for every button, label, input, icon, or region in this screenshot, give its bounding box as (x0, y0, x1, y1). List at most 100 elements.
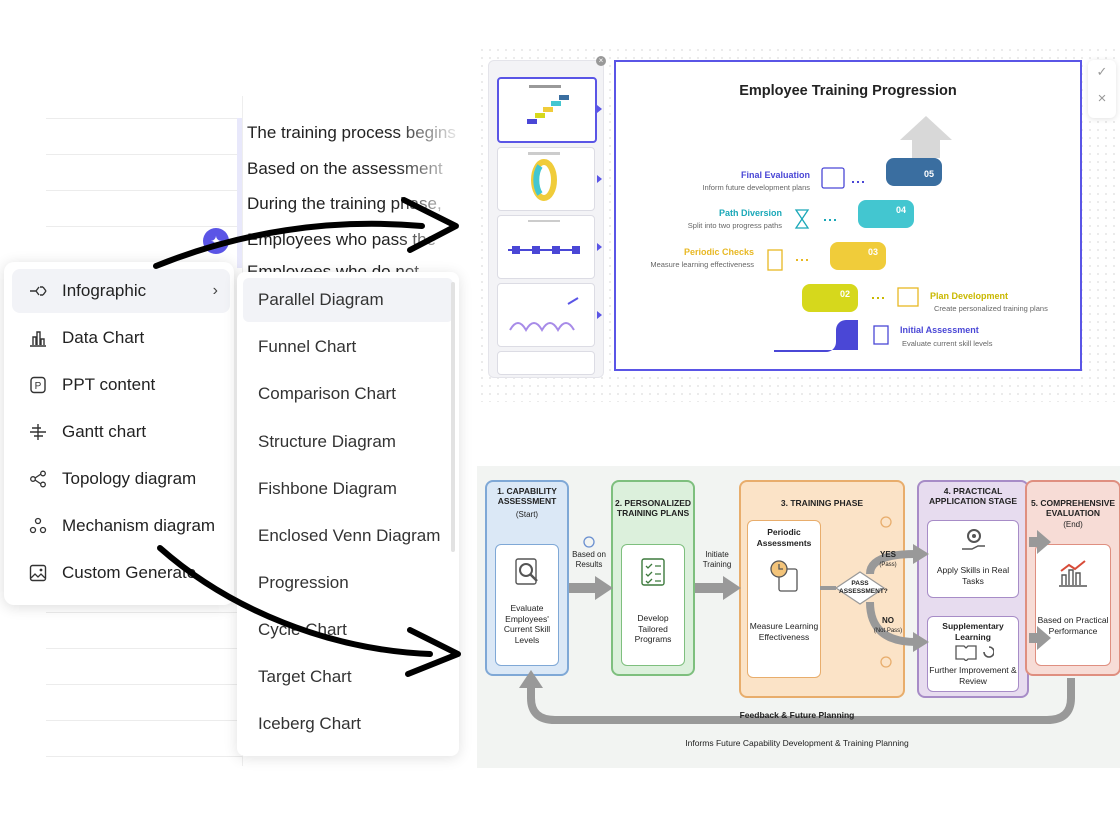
training-flow-diagram[interactable]: 1. CAPABILITY ASSESSMENT (Start) Evaluat… (477, 466, 1120, 768)
submenu-item[interactable]: Structure Diagram (258, 432, 396, 451)
menu-item-ppt-content[interactable]: P PPT content (12, 363, 230, 407)
book-refresh-icon (955, 645, 994, 661)
stage-body: Based on Practical Performance (1037, 615, 1109, 636)
gear-hand-icon (962, 529, 985, 550)
stage-inner-title: Supplementary Learning (942, 621, 1004, 642)
slide-thumbnail[interactable] (497, 351, 595, 375)
step-label: Plan Development (930, 291, 1008, 301)
mechanism-icon (28, 516, 48, 536)
thumbnail-marker (597, 105, 602, 113)
arrow-up-icon (900, 116, 952, 158)
doc-divider (46, 118, 246, 119)
step-label: Final Evaluation (741, 170, 810, 180)
submenu-item[interactable]: Fishbone Diagram (258, 479, 397, 498)
stage-practical-application: 4. PRACTICAL APPLICATION STAGE Apply Ski… (917, 480, 1029, 698)
submenu-item[interactable]: Parallel Diagram (243, 278, 453, 322)
close-icon[interactable]: × (1097, 90, 1107, 107)
bar-chart-icon (28, 328, 48, 348)
selection-bar (237, 118, 242, 268)
slide-preview[interactable]: Employee Training Progression 01 02 03 0… (614, 60, 1082, 371)
step-05-shape (886, 158, 942, 186)
slide-tools: ✓ × (1088, 60, 1116, 118)
slide-thumbnail[interactable] (497, 77, 597, 143)
submenu-item[interactable]: Comparison Chart (258, 384, 396, 403)
menu-item-infographic[interactable]: Infographic › (12, 269, 230, 313)
arrow-label: Initiate Training (702, 550, 732, 569)
ai-sparkle-icon[interactable]: ✦ (203, 228, 229, 254)
stage-card: Evaluate Employees' Current Skill Levels (495, 544, 559, 666)
menu-item-mechanism-diagram[interactable]: Mechanism diagram (12, 504, 230, 548)
submenu-item[interactable]: Iceberg Chart (258, 714, 361, 733)
stage-body: Develop Tailored Programs (634, 613, 672, 644)
insert-menu: Infographic › Data Chart P PPT content G… (4, 262, 234, 605)
submenu-item[interactable]: Funnel Chart (258, 337, 357, 356)
clock-document-icon (770, 560, 798, 592)
doc-text-line[interactable]: During the training phase, (247, 194, 442, 213)
thumbnail-marker (597, 243, 602, 251)
step-desc: Measure learning effectiveness (650, 260, 754, 269)
step-desc: Evaluate current skill levels (902, 339, 993, 348)
slide-thumbnail[interactable] (497, 215, 595, 279)
infographic-icon (28, 281, 48, 301)
submenu-item[interactable]: Enclosed Venn Diagram (258, 526, 441, 545)
submenu-scrollbar[interactable] (451, 282, 455, 552)
step-number: 02 (840, 289, 850, 299)
evaluation-icon (821, 167, 845, 189)
decision-label: PASS ASSESSMENT? (839, 580, 888, 595)
stage-inner-title: Periodic Assessments (756, 527, 812, 548)
thumbnail-preview (508, 220, 580, 254)
menu-item-gantt-chart[interactable]: Gantt chart (12, 410, 230, 454)
ppt-icon: P (28, 375, 48, 395)
doc-divider (46, 648, 246, 649)
submenu-item[interactable]: Cycle Chart (258, 620, 347, 639)
informs-label: Informs Future Capability Development & … (685, 738, 909, 748)
doc-text-line[interactable]: Based on the assessment (247, 159, 443, 178)
submenu-item[interactable]: Target Chart (258, 667, 352, 686)
close-icon[interactable]: × (596, 56, 606, 66)
stage-sub: (Start) (515, 510, 539, 519)
thumbnail-preview (509, 297, 579, 333)
growth-chart-icon (1059, 560, 1087, 587)
doc-divider (46, 154, 246, 155)
menu-item-data-chart[interactable]: Data Chart (12, 316, 230, 360)
checklist-icon (641, 558, 665, 586)
checklist-icon (767, 249, 783, 271)
no-sub-label: (Not Pass) (873, 628, 903, 634)
slide-thumbnail[interactable] (497, 147, 595, 211)
menu-item-label: Infographic (62, 281, 147, 300)
stage-card: Apply Skills in Real Tasks (927, 520, 1019, 598)
thumbnail-marker (597, 311, 602, 319)
arrow-label: Based on Results (572, 550, 606, 569)
doc-divider (46, 190, 246, 191)
step-04-shape (858, 200, 914, 228)
slide-thumbnail[interactable] (497, 283, 595, 347)
yes-label: YES (879, 550, 896, 559)
hourglass-icon (794, 209, 810, 229)
assessment-icon (873, 325, 889, 345)
stage-card: Based on Practical Performance (1035, 544, 1111, 666)
menu-item-label: Topology diagram (62, 469, 197, 488)
menu-item-topology-diagram[interactable]: Topology diagram (12, 457, 230, 501)
submenu-item[interactable]: Progression (258, 573, 349, 592)
step-label: Periodic Checks (684, 247, 754, 257)
stage-title: 2. PERSONALIZED TRAINING PLANS (614, 498, 692, 518)
stage-card: Supplementary Learning Further Improveme… (927, 616, 1019, 692)
thumbnail-preview (528, 152, 560, 201)
step-desc: Inform future development plans (702, 183, 810, 192)
slide-thumbnail-strip (488, 60, 604, 378)
magnifier-icon (515, 558, 538, 585)
stage-body: Measure Learning Effectiveness (749, 621, 819, 642)
stage-body: Apply Skills in Real Tasks (936, 565, 1010, 586)
stage-body: Further Improvement & Review (929, 665, 1017, 686)
step-number: 04 (896, 205, 906, 215)
stage-card: Develop Tailored Programs (621, 544, 685, 666)
stage-comprehensive-evaluation: 5. COMPREHENSIVE EVALUATION (End) Based … (1025, 480, 1120, 676)
step-03-shape (830, 242, 886, 270)
stage-capability-assessment: 1. CAPABILITY ASSESSMENT (Start) Evaluat… (485, 480, 569, 676)
stage-title: 3. TRAINING PHASE (780, 498, 864, 508)
menu-item-custom-generate[interactable]: Custom Generate (12, 551, 230, 595)
gantt-icon (28, 422, 48, 442)
confirm-icon[interactable]: ✓ (1096, 64, 1108, 79)
slide-title: Employee Training Progression (739, 83, 957, 99)
text-fade (396, 118, 464, 278)
